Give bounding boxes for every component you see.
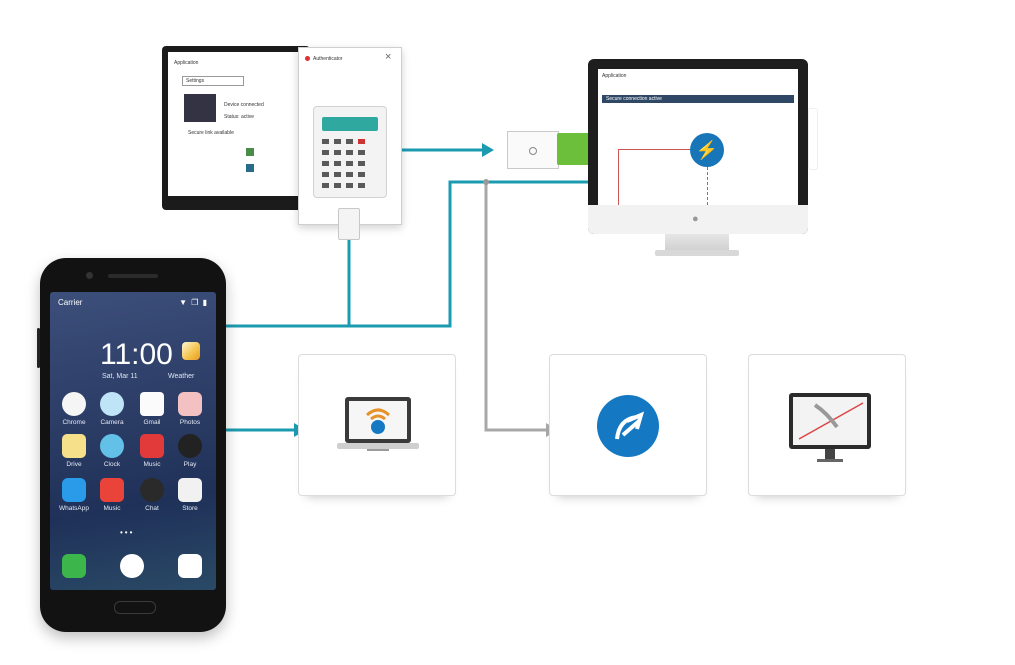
music-app-icon[interactable] — [140, 434, 164, 458]
home-button[interactable] — [114, 601, 156, 614]
laptop-window-title: Application — [174, 60, 199, 66]
app-label: Music — [103, 505, 121, 512]
app-label: Music — [143, 461, 161, 468]
usb-dongle — [507, 131, 559, 169]
monitor-chart-icon — [789, 393, 871, 462]
usb-green-plug — [557, 133, 593, 165]
music-red-app-icon[interactable] — [100, 478, 124, 502]
front-camera-icon — [86, 272, 93, 279]
status-bar: Carrier ▼ ❐ ▮ — [58, 298, 208, 310]
monitor-card — [748, 354, 906, 496]
browser-icon[interactable] — [120, 554, 144, 578]
app-label: Play — [183, 461, 197, 468]
app-dock — [50, 550, 216, 590]
side-button — [37, 328, 40, 368]
hub-to-card-line — [484, 182, 550, 432]
phone-to-monitor-line — [226, 180, 593, 328]
keypad-display — [322, 117, 378, 131]
app-label: WhatsApp — [59, 505, 89, 512]
weather-icon[interactable] — [182, 342, 200, 360]
app-label: Drive — [66, 461, 82, 468]
status-icons: ▼ ❐ ▮ — [179, 298, 208, 307]
monitor-stand-base — [655, 250, 739, 256]
monitor-toolbar: Secure connection active — [602, 95, 794, 103]
clock-widget: 11:00 — [100, 338, 173, 371]
keypad-connector-plug — [338, 208, 360, 240]
app-label: Store — [182, 505, 198, 512]
clock-app-icon[interactable] — [100, 434, 124, 458]
arrowhead-dongle — [482, 143, 494, 157]
date-label: Sat, Mar 11 — [102, 373, 138, 380]
chat-app-icon[interactable] — [140, 478, 164, 502]
keypad-device — [313, 106, 387, 198]
monitor-dashed-guide — [707, 167, 708, 205]
laptop-tab[interactable]: Settings — [182, 76, 244, 86]
connect-arrow-icon[interactable] — [597, 395, 659, 457]
app-label: Photos — [179, 419, 201, 426]
laptop-top-left: Application Settings Device connected St… — [162, 46, 310, 210]
authenticator-window: Authenticator × — [298, 47, 402, 225]
carrier-label: Carrier — [58, 298, 83, 307]
phone-screen: Carrier ▼ ❐ ▮ 11:00 Sat, Mar 11 Weather … — [50, 292, 216, 590]
app-label: Gmail — [143, 419, 161, 426]
junction-dot — [483, 179, 489, 185]
laptop-green-icon — [246, 148, 254, 156]
play-store-icon[interactable] — [178, 478, 202, 502]
page-indicator: ••• — [120, 528, 135, 537]
close-icon[interactable]: × — [385, 51, 392, 63]
gmail-app-icon[interactable] — [140, 392, 164, 416]
laptop-thumbnail — [184, 94, 216, 122]
photos-app-icon[interactable] — [178, 392, 202, 416]
authenticator-title: Authenticator — [313, 56, 343, 62]
monitor-toolbar-label: Secure connection active — [606, 96, 662, 102]
laptop-card — [298, 354, 456, 496]
camera-app-icon[interactable] — [100, 392, 124, 416]
phone-app-icon[interactable] — [62, 478, 86, 502]
play-app-icon[interactable] — [178, 434, 202, 458]
keypad-keys[interactable] — [322, 139, 378, 189]
chrome-app-icon[interactable] — [62, 392, 86, 416]
laptop-blue-icon — [246, 164, 254, 172]
window-red-dot-icon — [305, 56, 310, 61]
connect-card — [549, 354, 707, 496]
dongle-led — [529, 147, 537, 155]
monitor-red-guide — [618, 149, 691, 206]
apple-logo-icon: ● — [692, 213, 699, 225]
drive-app-icon[interactable] — [62, 434, 86, 458]
monitor-stand — [665, 234, 729, 252]
smartphone: Carrier ▼ ❐ ▮ 11:00 Sat, Mar 11 Weather … — [37, 258, 226, 632]
faint-window-ghost — [808, 84, 888, 184]
earpiece-speaker — [108, 274, 158, 278]
app-label: Camera — [100, 419, 124, 426]
dialer-icon[interactable] — [62, 554, 86, 578]
app-label: Clock — [103, 461, 121, 468]
weather-label: Weather — [168, 373, 195, 380]
monitor-app-title: Application — [602, 73, 627, 79]
laptop-tab-label: Settings — [186, 78, 205, 84]
laptop-row-2: Status: active — [224, 114, 255, 120]
app-label: Chrome — [62, 419, 86, 426]
app-label: Chat — [145, 505, 159, 512]
monitor-screen: Application Secure connection active ⚡ — [598, 69, 798, 206]
laptop-screen: Application Settings Device connected St… — [168, 52, 304, 196]
laptop-row-3: Secure link available — [188, 130, 234, 136]
lightning-icon[interactable]: ⚡ — [690, 133, 724, 167]
desktop-monitor: Application Secure connection active ⚡ ● — [588, 59, 808, 234]
laptop-row-1: Device connected — [224, 102, 264, 108]
laptop-wifi-icon — [337, 397, 419, 451]
monitor-chin: ● — [588, 205, 808, 234]
camera-dock-icon[interactable] — [178, 554, 202, 578]
